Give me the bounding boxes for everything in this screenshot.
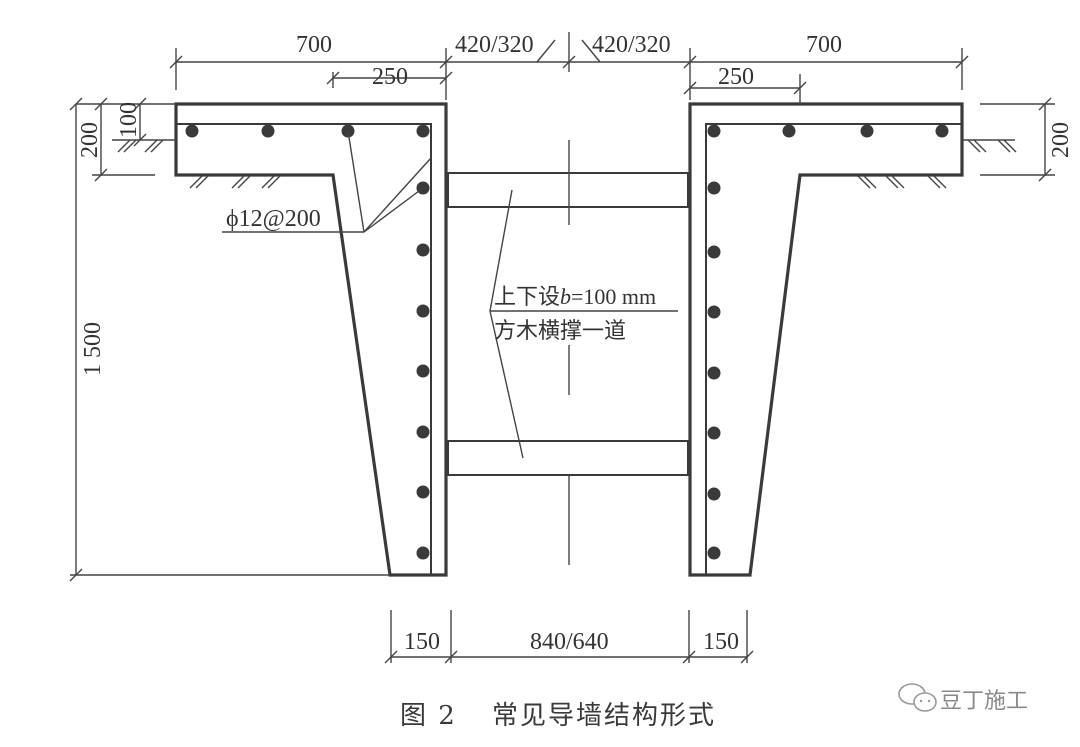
- dim-top-right-250: 250: [718, 64, 754, 90]
- rebar-spec-label: ϕ12@200: [226, 206, 321, 232]
- figure-title: 常见导墙结构形式: [492, 701, 716, 731]
- dim-height-1500: 1 500: [80, 322, 106, 376]
- dim-bottom-left-150: 150: [404, 629, 440, 655]
- timber-struts: [447, 172, 689, 476]
- rebar-dot: [416, 485, 430, 499]
- rebar-dot: [185, 124, 199, 138]
- strut-note-line1: 上下设b=100 mm: [494, 284, 656, 310]
- rebar-dot: [416, 304, 430, 318]
- figure-number: 图 2: [400, 701, 457, 731]
- dim-left-200: 200: [77, 122, 103, 158]
- rebar-dot: [782, 124, 796, 138]
- rebar-dot: [416, 243, 430, 257]
- rebar-dot: [416, 124, 430, 138]
- rebar-dot: [416, 425, 430, 439]
- dim-top-left-700: 700: [296, 32, 332, 58]
- leader-lines: [222, 130, 678, 459]
- upper-strut: [447, 172, 689, 208]
- rebar-dot: [416, 364, 430, 378]
- dim-bottom-center: 840/640: [530, 629, 609, 655]
- rebar-dot: [707, 245, 721, 259]
- left-guide-wall: [174, 102, 448, 577]
- rebar-dot: [707, 426, 721, 440]
- rebar-dot: [935, 124, 949, 138]
- rebar-dot: [707, 487, 721, 501]
- strut-note-line2: 方木横撑一道: [494, 319, 626, 344]
- dim-bottom-right-150: 150: [703, 629, 739, 655]
- dim-top-center-right: 420/320: [592, 32, 671, 58]
- rebar-dot: [707, 305, 721, 319]
- rebar-dot: [707, 546, 721, 560]
- right-guide-wall: [688, 102, 964, 577]
- dim-left-100: 100: [116, 102, 142, 138]
- dim-right-200: 200: [1048, 122, 1074, 158]
- dimension-lines: [69, 39, 1055, 664]
- rebar-dot: [261, 124, 275, 138]
- rebar-dot: [707, 124, 721, 138]
- ground-marks: [112, 139, 1017, 189]
- dim-top-center-left: 420/320: [455, 32, 534, 58]
- rebar-dot: [707, 181, 721, 195]
- rebar-dot: [860, 124, 874, 138]
- rebar-dot: [416, 546, 430, 560]
- dim-top-right-700: 700: [806, 32, 842, 58]
- watermark-text: 豆丁施工: [940, 689, 1028, 714]
- rebar-dot: [707, 366, 721, 380]
- wechat-icon: [898, 683, 937, 712]
- lower-strut: [447, 440, 689, 476]
- dim-top-left-250: 250: [372, 64, 408, 90]
